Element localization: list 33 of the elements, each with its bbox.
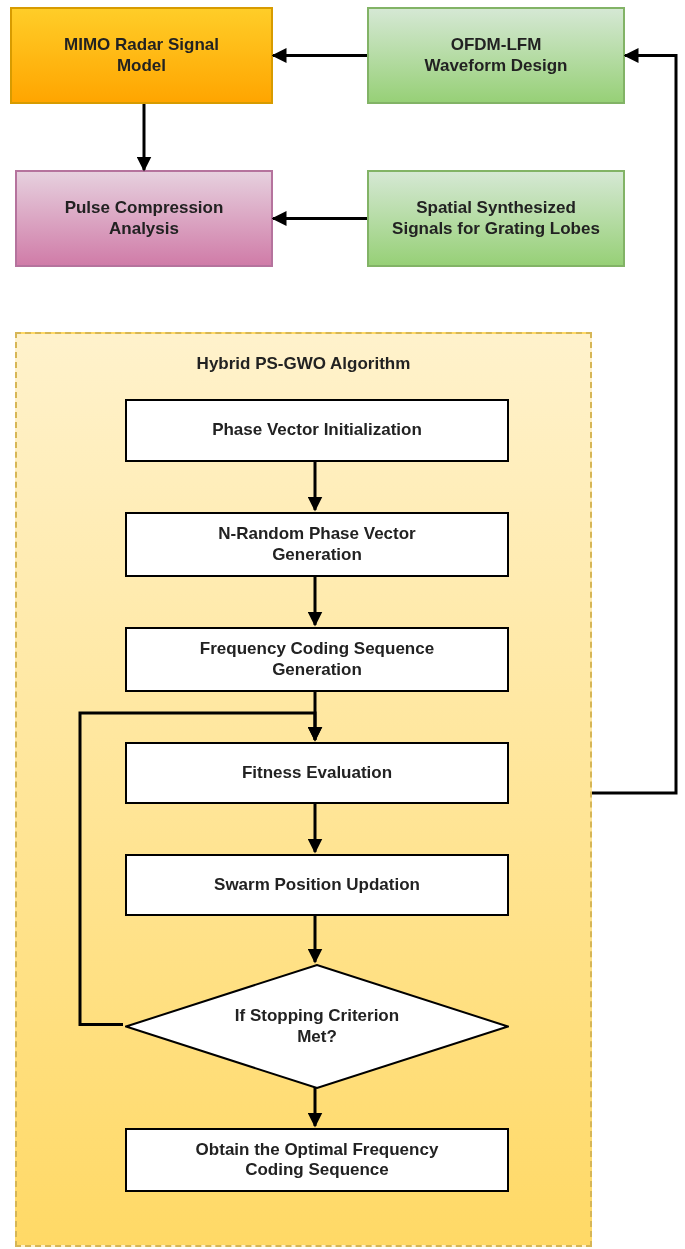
node-label: Phase Vector Initialization [211, 420, 423, 441]
arrow [307, 914, 323, 964]
process-box [125, 399, 509, 462]
arrow [271, 48, 367, 63]
arrow [78, 711, 323, 1026]
arrow [136, 104, 152, 172]
arrow [271, 211, 367, 226]
node-label: N-Random Phase Vector Generation [217, 524, 417, 565]
node-label: Spatial Synthesized Signals for Grating Lobes [391, 198, 601, 239]
process-box [367, 7, 625, 104]
node-label: Fitness Evaluation [240, 762, 394, 784]
process-box [125, 1128, 509, 1192]
process-box [125, 854, 509, 916]
process-box [125, 627, 509, 692]
node-label: OFDM-LFM Waveform Design [423, 35, 569, 76]
process-box [367, 170, 625, 267]
node-label: Swarm Position Updation [213, 874, 421, 896]
arrow [307, 575, 323, 627]
node-label: If Stopping Criterion Met? [233, 1006, 401, 1047]
node-label: Frequency Coding Sequence Generation [198, 639, 436, 680]
arrow [307, 1087, 323, 1128]
group-panel [15, 332, 592, 1247]
process-box [125, 742, 509, 804]
process-box [10, 7, 273, 104]
node-label: Obtain the Optimal Frequency Coding Sequence [194, 1139, 440, 1181]
group-title: Hybrid PS-GWO Algorithm [195, 354, 412, 375]
arrow [592, 48, 678, 795]
node-label: Pulse Compression Analysis [63, 198, 225, 239]
arrow [307, 460, 323, 512]
node-label: MIMO Radar Signal Model [63, 35, 220, 76]
process-box [125, 512, 509, 577]
arrow [307, 802, 323, 854]
process-box [15, 170, 273, 267]
